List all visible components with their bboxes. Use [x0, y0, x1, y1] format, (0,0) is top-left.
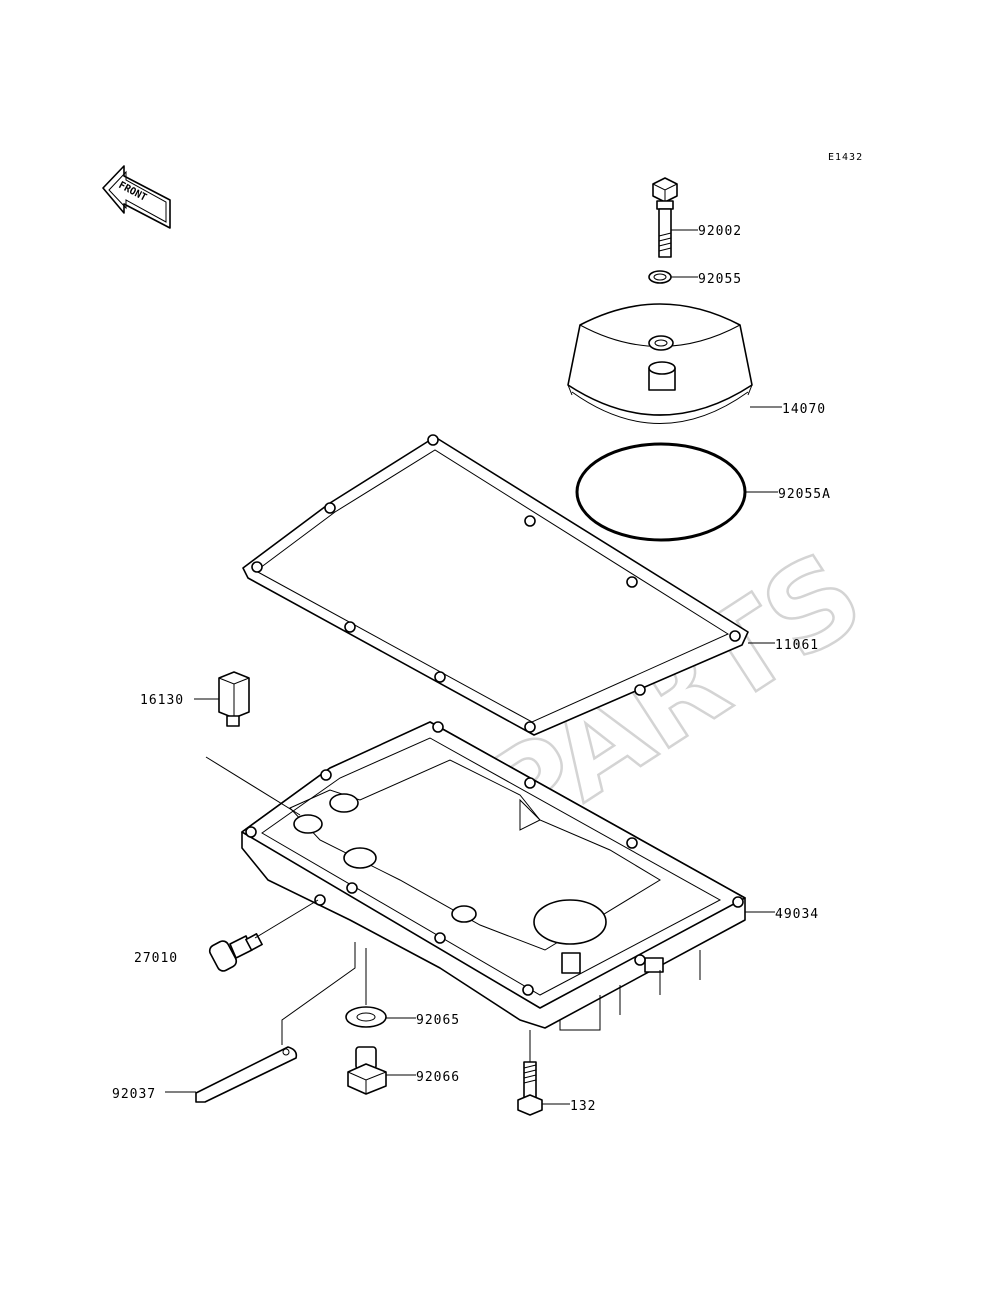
- label-92066: 92066: [416, 1070, 460, 1085]
- washer-92065[interactable]: [345, 1006, 387, 1028]
- o-ring-92055A[interactable]: [575, 442, 747, 542]
- cover-14070[interactable]: [567, 303, 753, 424]
- gasket-11061[interactable]: [242, 434, 749, 736]
- oil-pan-49034[interactable]: [241, 721, 746, 1031]
- label-11061: 11061: [775, 638, 819, 653]
- bolt-92002[interactable]: [652, 177, 678, 258]
- label-92055: 92055: [698, 272, 742, 287]
- bolt-132[interactable]: [517, 1030, 543, 1116]
- label-49034: 49034: [775, 907, 819, 922]
- label-92037: 92037: [112, 1087, 156, 1102]
- label-92065: 92065: [416, 1013, 460, 1028]
- guide-92037[interactable]: [195, 1046, 298, 1103]
- fitting-16130[interactable]: [218, 671, 250, 727]
- diagram-code: E1432: [828, 152, 863, 163]
- label-27010: 27010: [134, 951, 178, 966]
- label-92055A: 92055A: [778, 487, 831, 502]
- label-132: 132: [570, 1099, 596, 1114]
- oil-pressure-switch-27010[interactable]: [208, 933, 263, 973]
- drain-plug-92066[interactable]: [347, 1046, 387, 1095]
- washer-92055[interactable]: [648, 270, 672, 284]
- label-92002: 92002: [698, 224, 742, 239]
- front-arrow-icon: FRONT: [102, 165, 171, 229]
- label-14070: 14070: [782, 402, 826, 417]
- label-16130: 16130: [140, 693, 184, 708]
